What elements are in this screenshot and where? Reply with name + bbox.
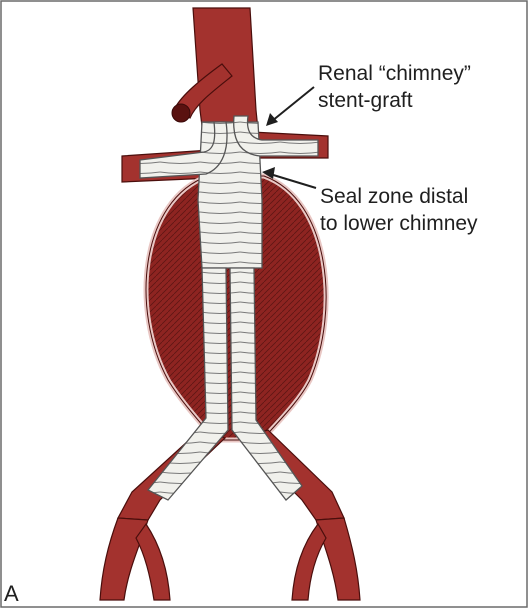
right-internal-iliac (292, 524, 326, 600)
chimney-annotation-label: Renal “chimney” stent-graft (318, 60, 471, 114)
left-internal-iliac (136, 524, 170, 600)
upper-branch-opening (172, 104, 190, 122)
seal-zone-label-line2: to lower chimney (320, 210, 478, 237)
seal-zone-annotation-label: Seal zone distal to lower chimney (320, 183, 478, 237)
seal-zone-label-line1: Seal zone distal (320, 183, 478, 210)
right-external-iliac (316, 518, 360, 600)
chimney-label-line1: Renal “chimney” (318, 60, 471, 87)
chimney-annotation-arrow (266, 87, 314, 126)
panel-letter: A (4, 580, 19, 607)
chimney-label-line2: stent-graft (318, 87, 471, 114)
